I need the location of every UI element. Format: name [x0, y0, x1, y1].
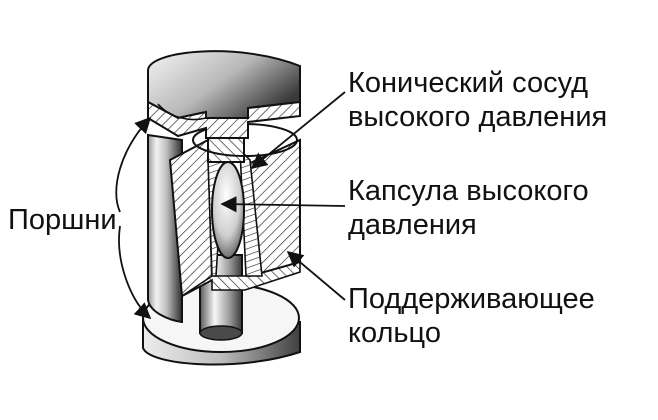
leader-piston-bottom — [118, 225, 152, 320]
top-piston-cap — [147, 50, 301, 139]
leader-cone-vessel — [250, 91, 346, 170]
label-pistons: Поршни — [8, 204, 117, 236]
leader-support-ring — [286, 250, 346, 301]
leader-lines — [115, 91, 346, 320]
label-cone-vessel-line2: высокого давления — [348, 101, 608, 133]
leader-capsule — [220, 196, 346, 213]
label-capsule-line1: Капсула высокого — [348, 175, 589, 207]
label-support-ring: Поддерживающее кольцо — [348, 282, 595, 350]
label-cone-vessel-line1: Конический сосуд — [348, 67, 589, 99]
label-capsule-line2: давления — [348, 209, 477, 241]
label-cone-vessel: Конический сосуд высокого давления — [348, 66, 607, 134]
label-support-ring-line2: кольцо — [348, 317, 441, 349]
label-support-ring-line1: Поддерживающее — [348, 283, 595, 315]
leader-piston-top — [115, 116, 152, 213]
label-capsule: Капсула высокого давления — [348, 174, 589, 242]
high-pressure-capsule — [211, 161, 245, 259]
